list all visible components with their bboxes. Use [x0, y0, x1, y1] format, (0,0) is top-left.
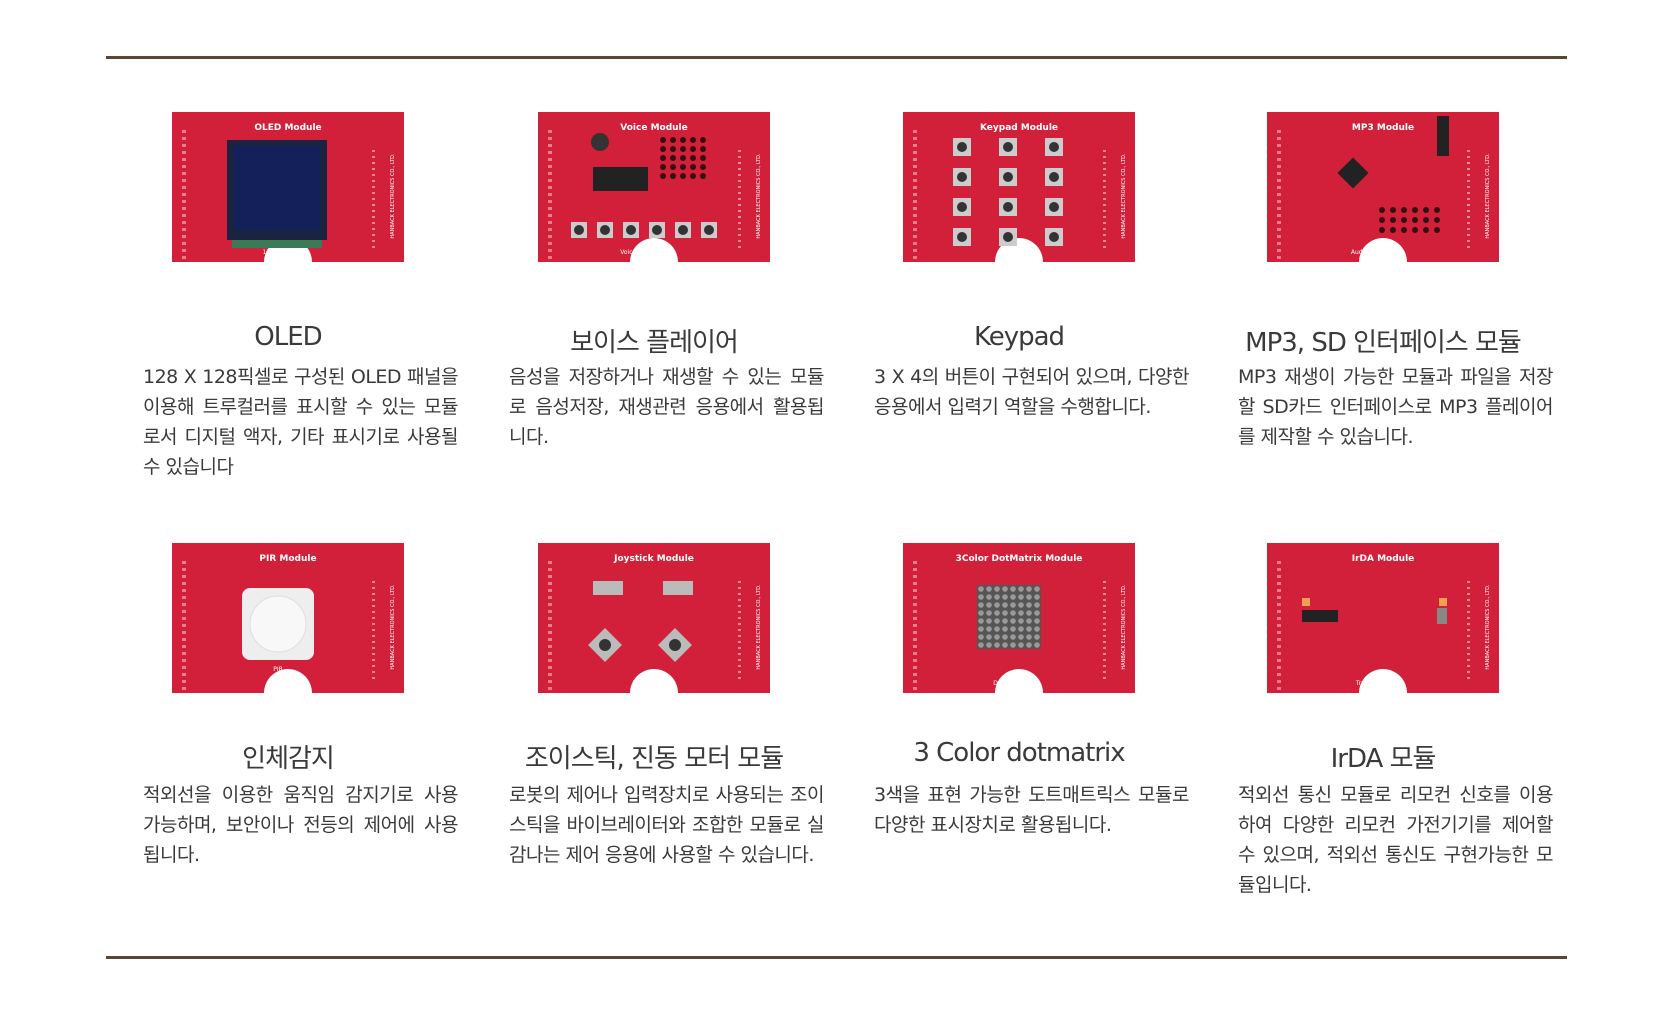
board-label: IrDA Module	[1352, 554, 1415, 564]
board-maker: HANBACK ELECTRONICS CO., LTD.	[390, 584, 396, 670]
board-maker: HANBACK ELECTRONICS CO., LTD.	[390, 153, 396, 239]
module-title: 인체감지	[242, 744, 335, 774]
board-label: PIR Module	[259, 554, 316, 564]
board-label: OLED Module	[254, 123, 321, 133]
module-title: 3 Color dotmatrix	[913, 738, 1125, 768]
module-description: 128 X 128픽셀로 구성된 OLED 패널을 이용해 트루컬러를 표시할 …	[143, 366, 459, 478]
module-description: MP3 재생이 가능한 모듈과 파일을 저장할 SD카드 인터페이스로 MP3 …	[1238, 366, 1554, 448]
module-title: 보이스 플레이어	[570, 328, 739, 358]
board-maker: HANBACK ELECTRONICS CO., LTD.	[1121, 584, 1127, 670]
module-title: Keypad	[973, 322, 1065, 352]
module-description: 적외선을 이용한 움직임 감지기로 사용 가능하며, 보안이나 전등의 제어에 …	[143, 784, 459, 866]
module-title: MP3, SD 인터페이스 모듈	[1245, 328, 1522, 358]
board-maker: HANBACK ELECTRONICS CO., LTD.	[756, 584, 762, 670]
board-caption: Transmitter	[1355, 680, 1391, 687]
module-description: 3 X 4의 버튼이 구현되어 있으며, 다양한 응용에서 입력기 역할을 수행…	[874, 366, 1190, 418]
board-label: 3Color DotMatrix Module	[956, 554, 1083, 564]
board-label: MP3 Module	[1352, 123, 1414, 133]
board-caption: 128 X 128	[263, 249, 294, 256]
module-title: IrDA 모듈	[1330, 744, 1437, 774]
module-description: 3색을 표현 가능한 도트매트릭스 모듈로 다양한 표시장치로 활용됩니다.	[874, 784, 1190, 836]
board-caption: Voice Controller	[620, 249, 668, 256]
board-maker: HANBACK ELECTRONICS CO., LTD.	[756, 153, 762, 239]
board-label: Keypad Module	[980, 123, 1058, 133]
board-caption: Joystick	[632, 680, 656, 687]
top-rule	[106, 56, 1567, 59]
module-title: 조이스틱, 진동 모터 모듈	[524, 744, 784, 774]
module-description: 적외선 통신 모듈로 리모컨 신호를 이용하여 다양한 리모컨 가전기기를 제어…	[1238, 784, 1554, 896]
board-label: Joystick Module	[613, 554, 694, 564]
board-caption: Audio Decoder	[1351, 249, 1396, 256]
board-maker: HANBACK ELECTRONICS CO., LTD.	[1485, 584, 1491, 670]
board-caption: Dot Matrix	[993, 680, 1025, 687]
board-maker: HANBACK ELECTRONICS CO., LTD.	[1121, 153, 1127, 239]
board-label: Voice Module	[620, 123, 688, 133]
board-caption: PIR	[273, 666, 283, 673]
module-description: 음성을 저장하거나 재생할 수 있는 모듈로 음성저장, 재생관련 응용에서 활…	[509, 366, 825, 448]
bottom-rule	[106, 956, 1567, 959]
module-description: 로봇의 제어나 입력장치로 사용되는 조이스틱을 바이브레이터와 조합한 모듈로…	[509, 784, 825, 866]
board-maker: HANBACK ELECTRONICS CO., LTD.	[1485, 153, 1491, 239]
module-title: OLED	[254, 322, 322, 352]
